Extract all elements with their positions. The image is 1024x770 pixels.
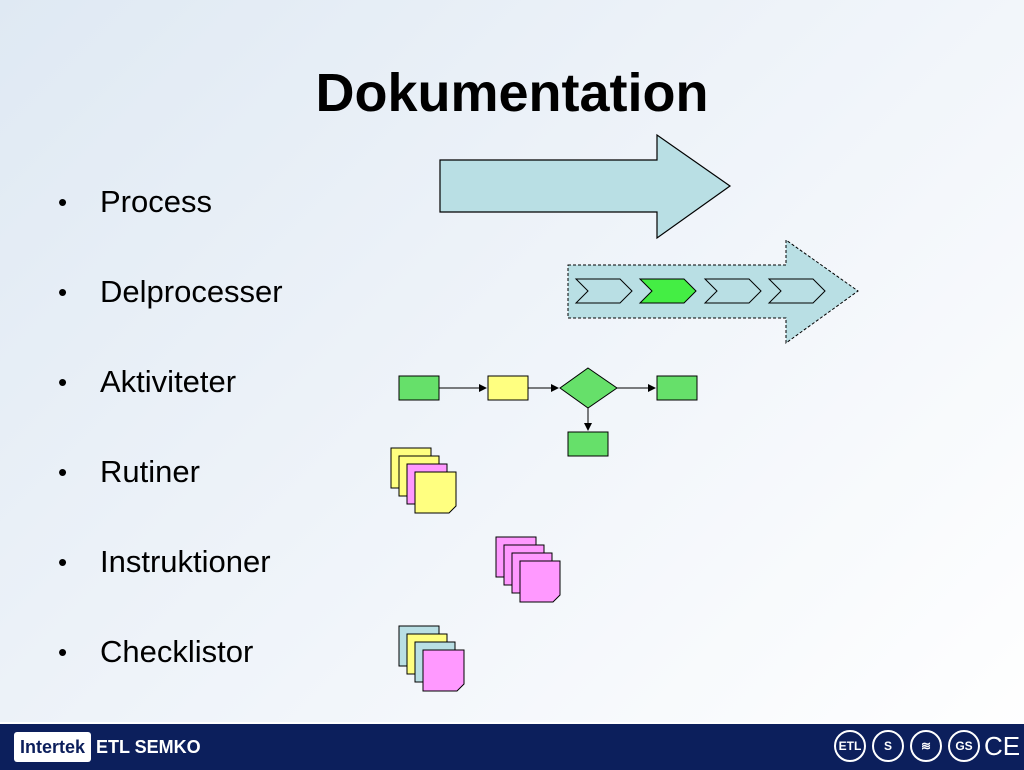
instructions-document-stack <box>495 536 561 603</box>
bullet-text: Instruktioner <box>100 544 271 579</box>
decision-diamond <box>559 367 618 409</box>
intertek-logo: Intertek <box>14 732 92 762</box>
bullet-text: Aktiviteter <box>100 364 237 399</box>
ce-mark-icon: CE <box>983 730 1021 761</box>
bullet-dot: • <box>58 637 68 667</box>
bullet-text: Delprocesser <box>100 274 283 309</box>
bullet-dot: • <box>58 547 68 577</box>
bullet-dot: • <box>58 277 68 307</box>
bullet-dot: • <box>58 457 68 487</box>
activity-box <box>567 431 609 457</box>
chevron-step <box>703 278 762 304</box>
slide-title: Dokumentation <box>315 63 709 123</box>
routines-document-stack <box>390 447 457 514</box>
bullet-item: • Delprocesser <box>58 266 283 356</box>
gs-mark-icon: GS <box>948 730 980 762</box>
footer-bar: Intertek ETL SEMKO ETL S ≋ GS CE <box>0 722 1024 770</box>
chevron-step-active <box>638 278 697 304</box>
chevron-step <box>767 278 826 304</box>
bullet-text: Checklistor <box>100 634 254 669</box>
bullet-dot: • <box>58 367 68 397</box>
bullet-item: • Process <box>58 176 283 266</box>
activity-box <box>656 375 698 401</box>
bullet-item: • Checklistor <box>58 626 283 716</box>
bullet-item: • Rutiner <box>58 446 283 536</box>
etl-mark-icon: ETL <box>834 730 866 762</box>
bullet-item: • Aktiviteter <box>58 356 283 446</box>
brand-name: ETL SEMKO <box>96 737 201 757</box>
subprocess-arrow <box>567 239 859 344</box>
semko-mark-icon: ≋ <box>910 730 942 762</box>
chevron-step <box>574 278 633 304</box>
activity-flowchart <box>398 367 698 457</box>
checklists-document-stack <box>398 625 465 692</box>
diagram-canvas <box>390 133 859 692</box>
bullet-item: • Instruktioner <box>58 536 283 626</box>
bullet-list: • Process • Delprocesser • Aktiviteter • Rut… <box>58 176 283 716</box>
bullet-dot: • <box>58 187 68 217</box>
process-arrow <box>439 133 732 240</box>
certification-marks: ETL S ≋ GS CE <box>834 730 1021 762</box>
activity-box <box>487 375 529 401</box>
bullet-text: Rutiner <box>100 454 200 489</box>
bullet-text: Process <box>100 184 212 219</box>
activity-box <box>398 375 440 401</box>
s-mark-icon: S <box>872 730 904 762</box>
